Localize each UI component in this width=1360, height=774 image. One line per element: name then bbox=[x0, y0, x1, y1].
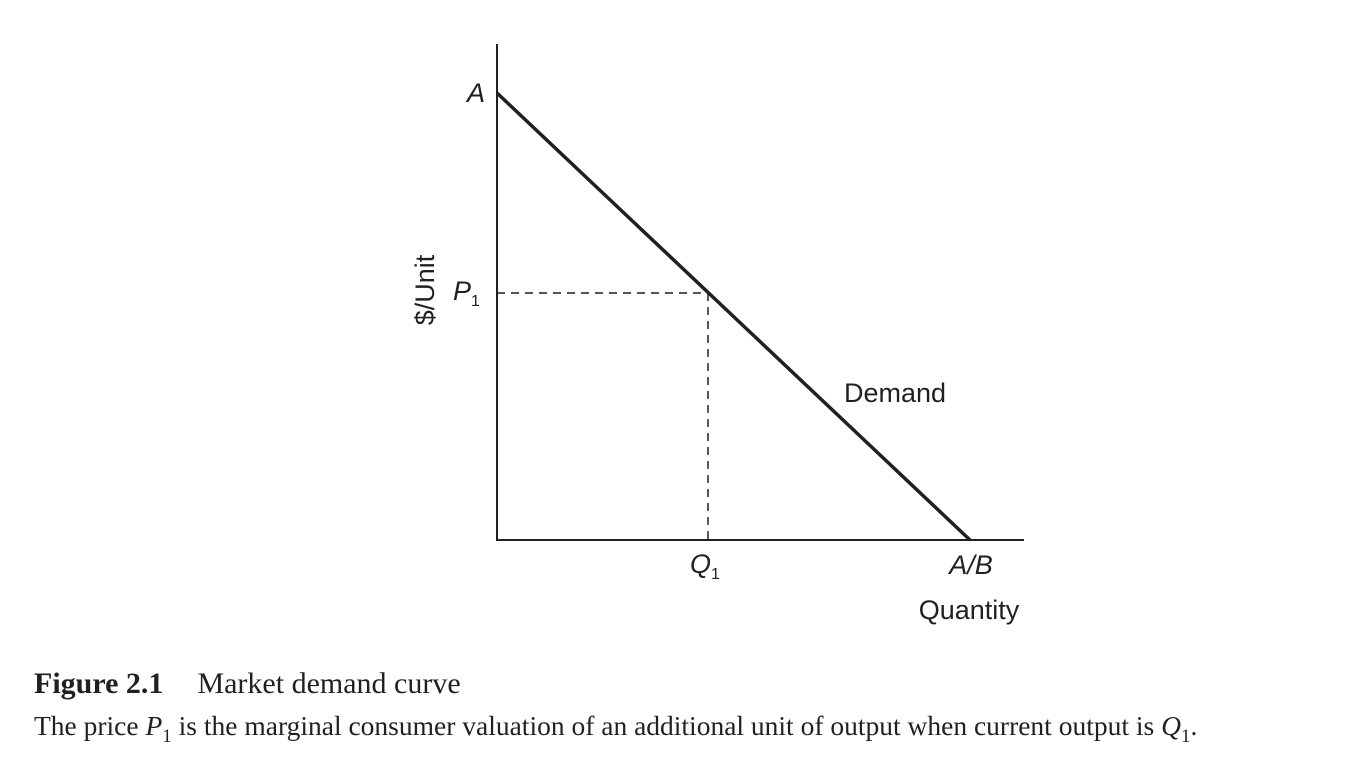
y-intercept-label: A bbox=[465, 78, 485, 108]
figure-number: Figure 2.1 bbox=[34, 667, 164, 700]
x-intercept-label: A/B bbox=[947, 550, 993, 580]
quantity-symbol: Q bbox=[1161, 710, 1181, 741]
demand-curve bbox=[495, 91, 972, 542]
quantity-label: Q1 bbox=[690, 549, 720, 583]
caption-heading: Figure 2.1 Market demand curve bbox=[34, 664, 1344, 704]
x-axis-label: Quantity bbox=[919, 595, 1020, 625]
price-label: P1 bbox=[453, 276, 480, 310]
demand-diagram: $/Unit A P1 Q1 A/B Quantity Demand bbox=[410, 44, 1024, 625]
figure-caption: Figure 2.1 Market demand curve The price … bbox=[34, 664, 1344, 747]
price-symbol: P bbox=[145, 710, 163, 741]
y-axis-label: $/Unit bbox=[410, 254, 440, 325]
figure-title: Market demand curve bbox=[197, 667, 461, 700]
caption-text: The price P1 is the marginal consumer va… bbox=[34, 710, 1198, 747]
demand-curve-label: Demand bbox=[844, 378, 946, 408]
